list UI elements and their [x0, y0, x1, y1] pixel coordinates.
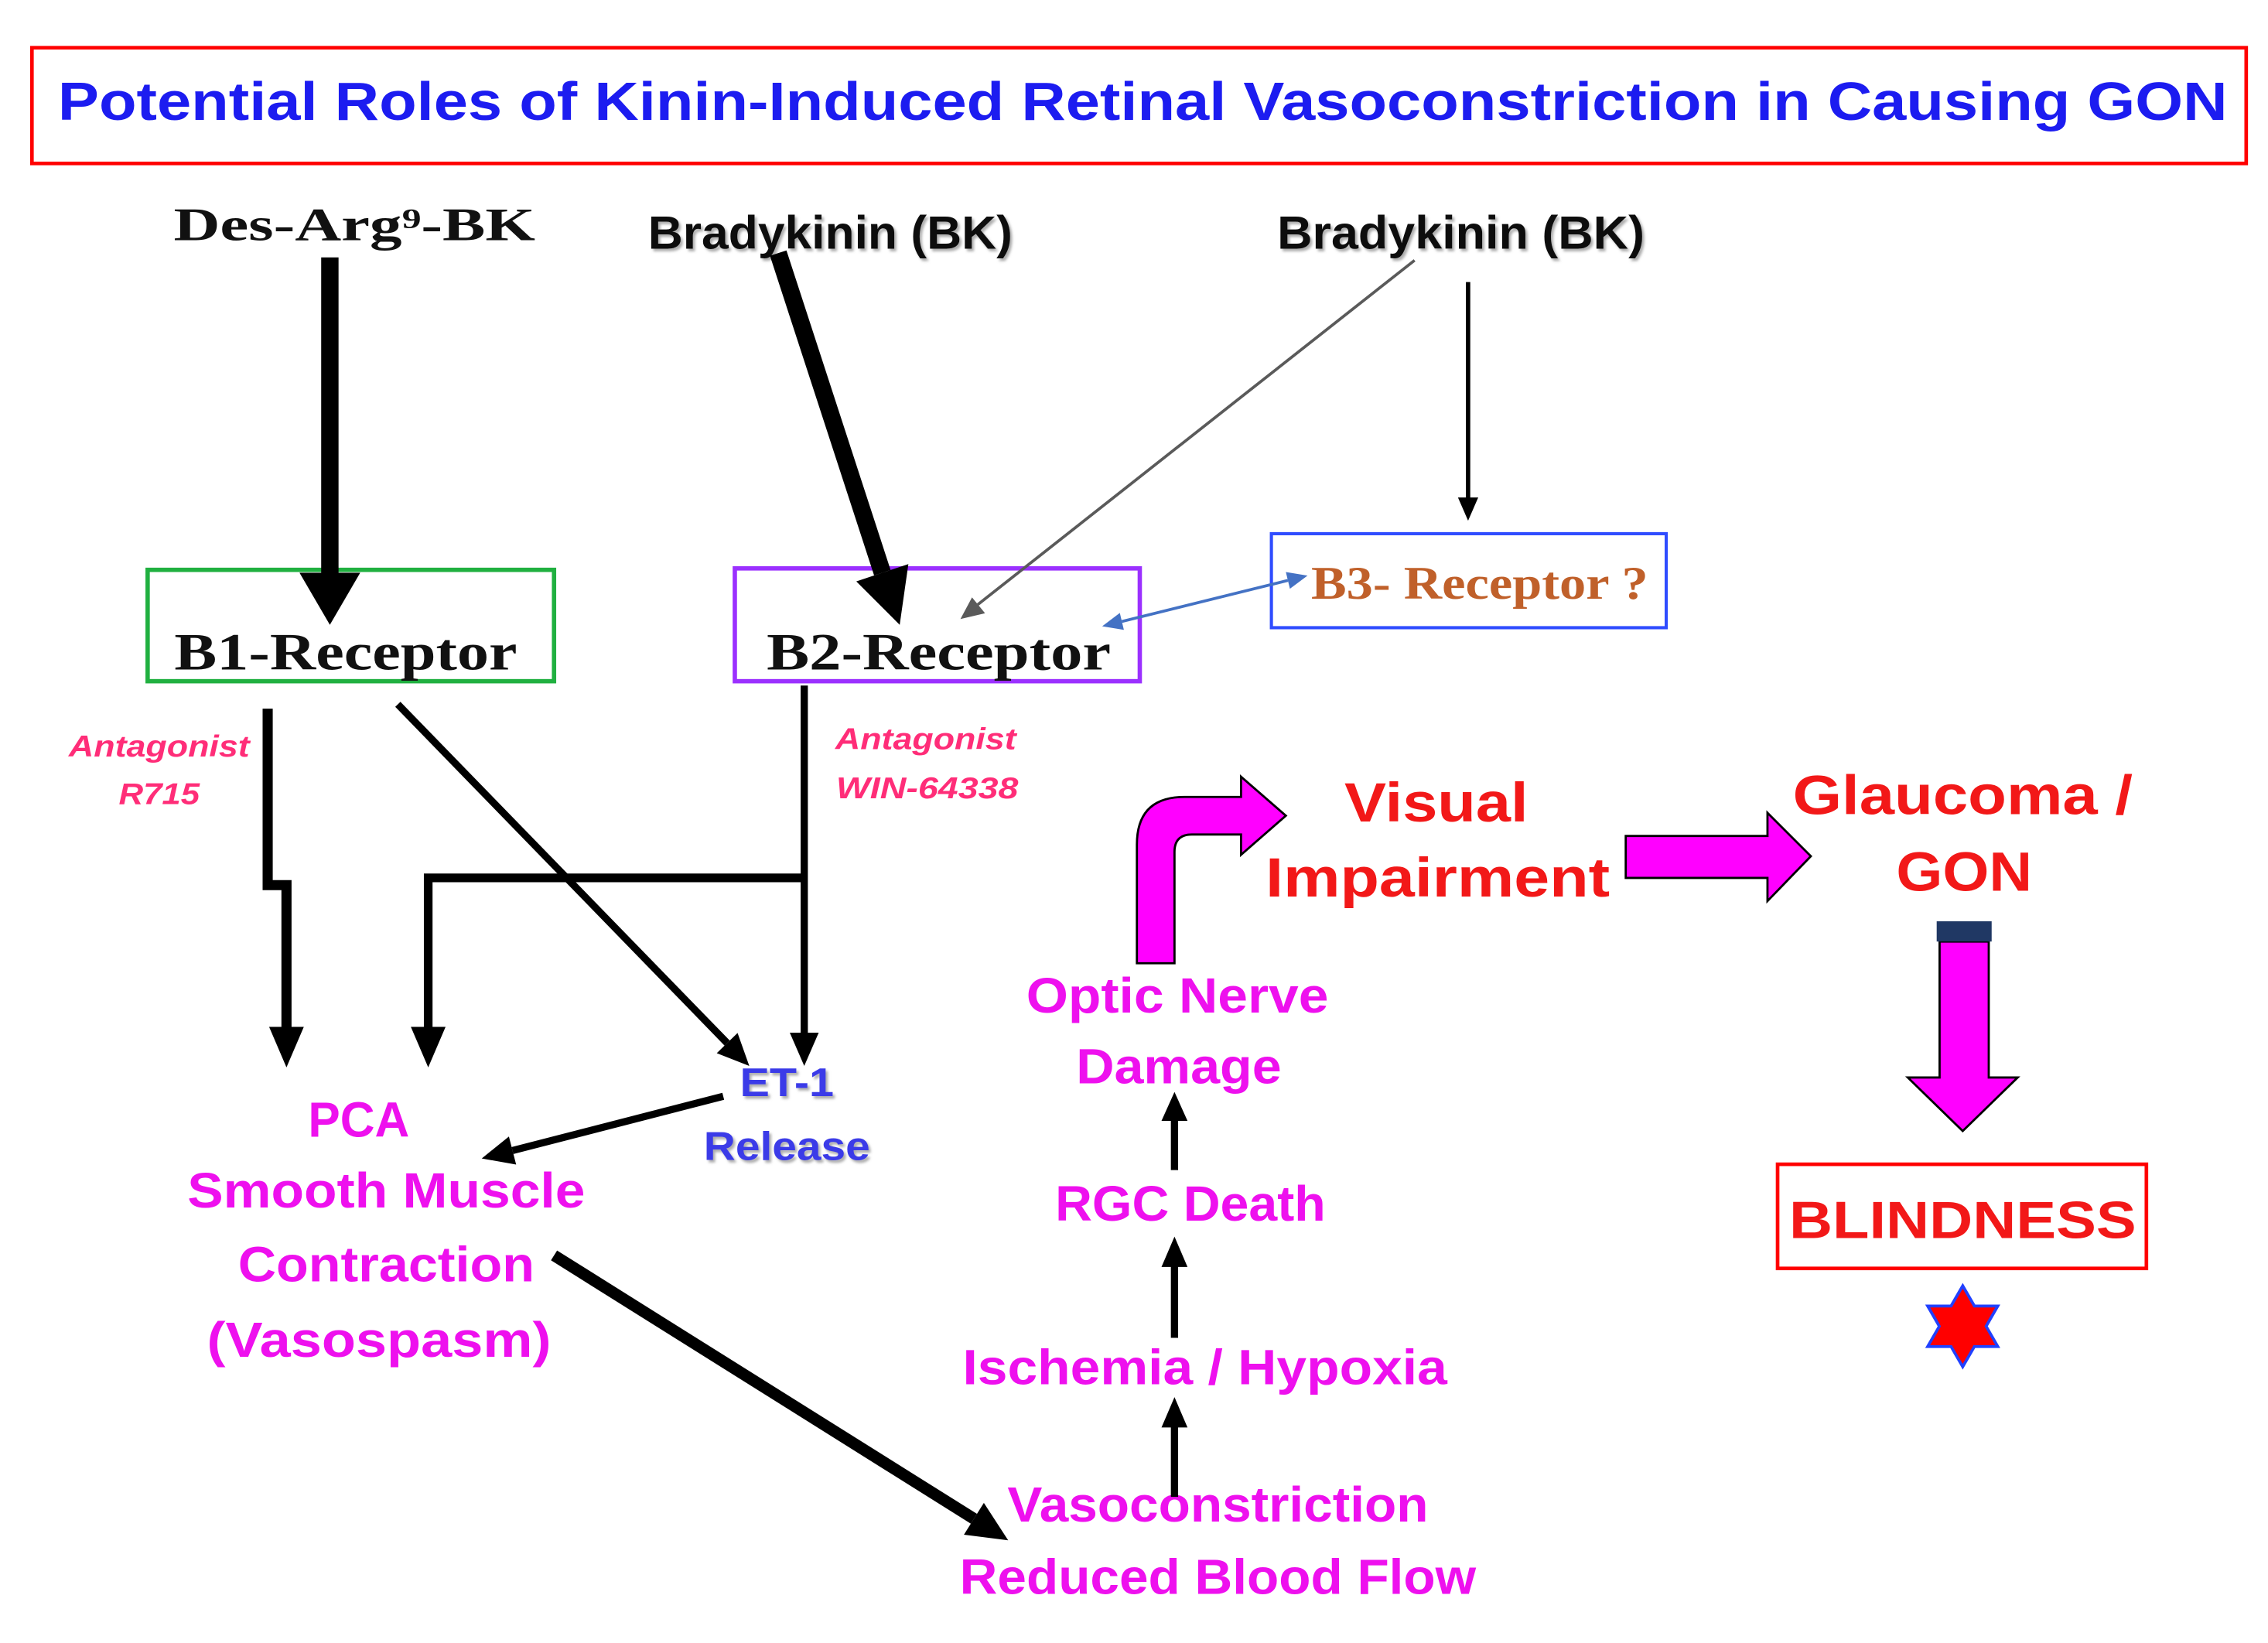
- antagonist-b2-line1: Antagonist: [835, 722, 1018, 757]
- arrow-head: [1161, 1091, 1188, 1122]
- arrow-b2-to-et1: [790, 685, 819, 1066]
- arrow-head-b2: [1102, 613, 1124, 630]
- optic-nerve-line2: Damage: [1076, 1039, 1282, 1094]
- arrow-head: [790, 1032, 819, 1066]
- glaucoma-line2: GON: [1896, 842, 2032, 903]
- arrow-b2-to-pca: [411, 873, 804, 1067]
- blindness-box: [1775, 1162, 2149, 1271]
- arrow-shaft: [423, 873, 804, 1030]
- arrow-bradykinin-right-to-b2: [960, 259, 1416, 620]
- receptor-b1-box: [145, 567, 557, 684]
- pca-line1: PCA: [308, 1093, 409, 1148]
- six-pointed-star-icon: [1925, 1283, 2000, 1370]
- arrow-head: [1457, 497, 1478, 521]
- arrow-contraction-to-vasoconstriction: [551, 1250, 1009, 1541]
- vasoconstriction-line1: Vasoconstriction: [1007, 1477, 1428, 1532]
- visual-impairment-line1: Visual: [1344, 773, 1528, 834]
- optic-nerve-damage: Optic Nerve Damage: [1026, 968, 1329, 1095]
- receptor-b3-box: [1269, 531, 1669, 630]
- et1-release: ET-1 Release: [704, 1061, 870, 1169]
- blindness-node: BLINDNESS: [1775, 1162, 2149, 1271]
- arrow-bradykinin-to-b2: [770, 250, 909, 625]
- arrow-b1-to-et1: [395, 702, 750, 1066]
- arrow-et1-to-pca: [481, 1092, 725, 1165]
- arrow-des-arg-to-b1: [299, 257, 360, 625]
- antagonist-b2: Antagonist WIN-64338: [835, 722, 1019, 806]
- optic-nerve-line1: Optic Nerve: [1026, 968, 1329, 1023]
- blindness-label: BLINDNESS: [1789, 1191, 2136, 1249]
- et1-line2: Release: [704, 1125, 870, 1170]
- receptor-b3-label: B3- Receptor ?: [1311, 558, 1648, 609]
- arrow-head: [964, 1502, 1009, 1541]
- arrow-head: [299, 572, 360, 625]
- arrow-shaft: [1121, 579, 1289, 623]
- title-box: [29, 46, 2249, 166]
- pca-line2: Smooth Muscle: [187, 1163, 585, 1218]
- arrow-rgc-death-to-optic-nerve: [1161, 1091, 1188, 1170]
- arrow-head: [411, 1026, 446, 1067]
- et1-line1: ET-1: [740, 1061, 835, 1105]
- arrow-head: [481, 1136, 517, 1165]
- bent-block-arrow-to-visual-impairment: [1136, 774, 1288, 965]
- arrow-shaft: [262, 709, 292, 1030]
- arrow-head: [716, 1033, 750, 1066]
- arrow-shaft: [511, 1092, 725, 1154]
- glaucoma-line1: Glaucoma /: [1793, 766, 2133, 827]
- ischemia-hypoxia: Ischemia / Hypoxia: [962, 1340, 1447, 1395]
- arrow-head-b3: [1286, 572, 1308, 589]
- arrow-vasoconstriction-to-ischemia: [1161, 1397, 1188, 1498]
- arrow-head: [1161, 1397, 1188, 1428]
- receptor-b2-box: [733, 565, 1143, 684]
- receptor-b1-label: B1-Receptor: [174, 623, 517, 681]
- receptor-b2-label: B2-Receptor: [767, 623, 1111, 681]
- block-arrow-body: [1904, 940, 2020, 1133]
- vasoconstriction-node: Vasoconstriction Reduced Blood Flow: [960, 1477, 1477, 1604]
- arrow-head: [856, 564, 909, 625]
- arrow-head: [960, 597, 985, 620]
- antagonist-b1-line2: R715: [118, 777, 200, 811]
- arrow-bradykinin-to-b3: [1457, 282, 1478, 521]
- arrow-shaft: [551, 1250, 977, 1524]
- rgc-death: RGC Death: [1055, 1177, 1326, 1231]
- antagonist-b2-line2: WIN-64338: [836, 771, 1019, 805]
- pca-line4: (Vasospasm): [207, 1313, 552, 1368]
- arrow-ischemia-to-rgc-death: [1161, 1236, 1188, 1338]
- visual-impairment: Visual Impairment: [1266, 773, 1610, 909]
- antagonist-b1: Antagonist R715: [68, 729, 251, 811]
- ligand-bradykinin-b2: Bradykinin (BK): [648, 207, 1013, 259]
- antagonist-b1-line1: Antagonist: [68, 729, 251, 763]
- vasoconstriction-line2: Reduced Blood Flow: [960, 1549, 1477, 1604]
- arrow-head: [268, 1026, 304, 1067]
- block-arrow-to-blindness: [1904, 921, 2020, 1133]
- receptor-b2: B2-Receptor: [733, 565, 1143, 684]
- ligand-des-arg9-bk: Des-Arg⁹-BK: [174, 199, 536, 250]
- arrow-shaft: [770, 250, 891, 576]
- arrow-b1-to-pca: [262, 709, 304, 1067]
- glaucoma-gon: Glaucoma / GON: [1793, 766, 2133, 903]
- receptor-b1: B1-Receptor: [145, 567, 557, 684]
- arrow-b2-b3-interaction: [1102, 572, 1308, 630]
- arrow-head: [1161, 1236, 1188, 1267]
- diagram-title: Potential Roles of Kinin-Induced Retinal…: [58, 71, 2228, 132]
- visual-impairment-line2: Impairment: [1266, 848, 1610, 909]
- block-arrow-to-glaucoma: [1624, 810, 1812, 904]
- title-banner: Potential Roles of Kinin-Induced Retinal…: [29, 46, 2249, 166]
- pca-line3: Contraction: [238, 1238, 535, 1293]
- ligands: Des-Arg⁹-BK Bradykinin (BK) Bradykinin (…: [174, 199, 1645, 258]
- receptor-b3: B3- Receptor ?: [1269, 531, 1669, 630]
- pca-contraction: PCA Smooth Muscle Contraction (Vasospasm…: [187, 1093, 585, 1368]
- arrow-shaft: [976, 259, 1416, 606]
- block-arrow-cap: [1936, 921, 1992, 942]
- ligand-bradykinin-b3: Bradykinin (BK): [1277, 207, 1645, 259]
